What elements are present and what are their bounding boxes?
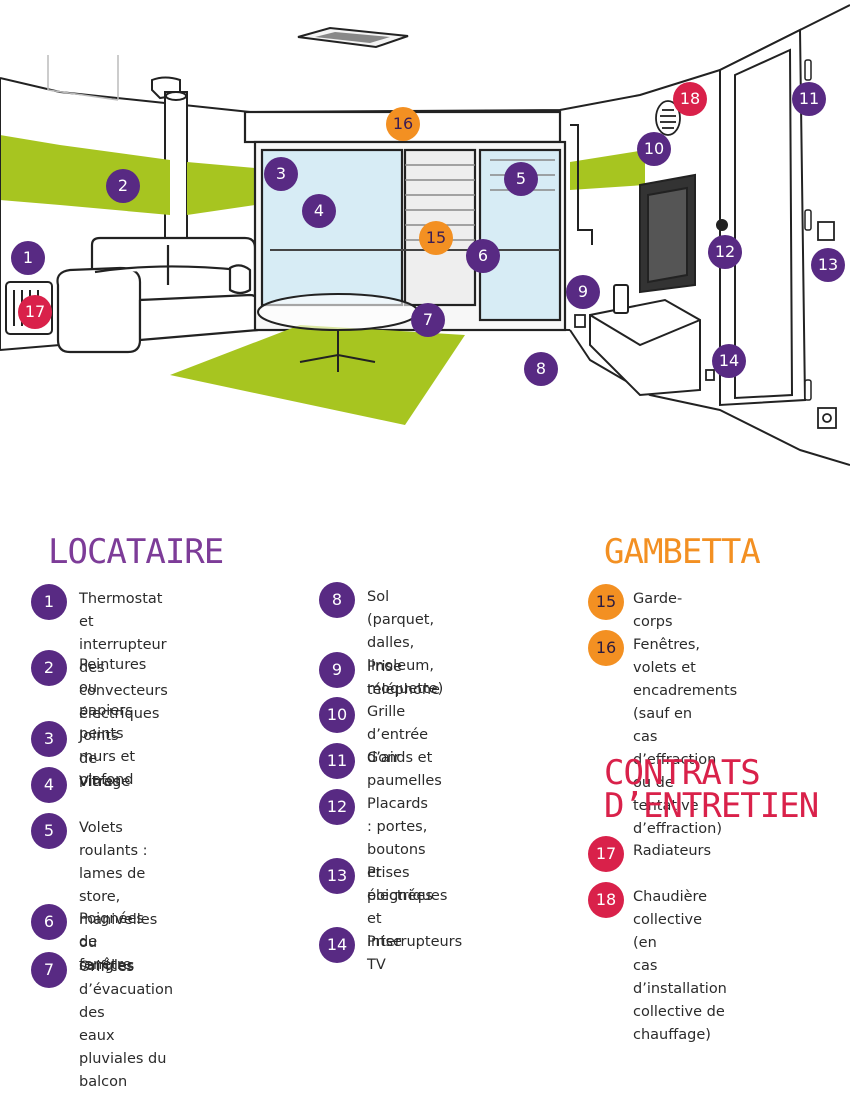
legend-label-line: Fenêtres, volets et xyxy=(633,637,700,676)
marker-6: 6 xyxy=(466,239,500,273)
marker-5: 5 xyxy=(504,162,538,196)
legend-number-badge: 6 xyxy=(31,904,67,940)
legend-number-badge: 4 xyxy=(31,767,67,803)
contrats-heading: CONTRATS D’ENTRETIEN xyxy=(604,753,819,826)
legend-label-line: sangles xyxy=(79,958,135,974)
legend-label-line: murs et plafond xyxy=(79,749,136,788)
closet-door xyxy=(716,28,807,407)
coffee-table xyxy=(257,293,419,372)
legend-label-line: Gonds et paumelles xyxy=(367,750,442,789)
legend-number-badge: 1 xyxy=(31,584,67,620)
ceiling-vent xyxy=(297,26,409,49)
legend-label-line: Joints de vitrage xyxy=(79,728,131,790)
legend-number-badge: 15 xyxy=(588,584,624,620)
legend-label: Prise téléphone xyxy=(367,656,440,702)
legend-label: Orifices d’évacuation des eaux pluviales … xyxy=(79,956,173,1094)
legend-label: Prise TV xyxy=(367,931,402,977)
contrats-title-line-2: D’ENTRETIEN xyxy=(604,786,819,826)
legend-number-badge: 8 xyxy=(319,582,355,618)
legend-label-line: Placards : portes, boutons xyxy=(367,796,428,858)
legend-label-line: Prise TV xyxy=(367,934,402,973)
legend-label: Prises électriques et interrupteurs xyxy=(367,862,462,954)
marker-1: 1 xyxy=(11,241,45,275)
legend-number-badge: 11 xyxy=(319,743,355,779)
marker-13: 13 xyxy=(811,248,845,282)
air-inlet xyxy=(655,100,681,136)
marker-7: 7 xyxy=(411,303,445,337)
legend-number-badge: 7 xyxy=(31,952,67,988)
legend-label: Grille d’entrée d’air xyxy=(367,701,428,770)
gambetta-heading: GAMBETTA xyxy=(604,532,761,572)
legend-label-line: tentative d’effraction) xyxy=(633,798,722,837)
legend-label: Poignées de fenêtre xyxy=(79,908,144,977)
marker-14: 14 xyxy=(712,344,746,378)
legend-number-badge: 17 xyxy=(588,836,624,872)
legend-label-line: cas d’effraction ou de xyxy=(633,729,717,791)
marker-16: 16 xyxy=(386,107,420,141)
legend-label-line: Radiateurs xyxy=(633,843,712,859)
legend-label: Placards : portes, boutons et poignées xyxy=(367,793,433,908)
legend-label-line: linoleum, moquette) xyxy=(367,658,444,697)
marker-10: 10 xyxy=(637,132,671,166)
legend-number-badge: 12 xyxy=(319,789,355,825)
legend-label-line: Thermostat et interrupteur xyxy=(79,591,167,653)
tv-set xyxy=(589,173,701,397)
marker-15: 15 xyxy=(419,221,453,255)
legend-label-line: Grille d’entrée d’air xyxy=(367,704,429,766)
legend-label: Fenêtres, volets et encadrements (sauf en… xyxy=(633,634,737,841)
legend-label-line: des convecteurs électriques xyxy=(79,660,168,722)
legend-label-line: cas d’installation xyxy=(633,958,727,997)
legend-label-line: Chaudière collective (en xyxy=(633,889,708,951)
marker-3: 3 xyxy=(264,157,298,191)
legend-number-badge: 9 xyxy=(319,652,355,688)
legend-number-badge: 16 xyxy=(588,630,624,666)
chimney-pipe xyxy=(151,76,188,243)
legend-label-line: collective de chauffage) xyxy=(633,1004,725,1043)
legend-label-line: Prises électriques et xyxy=(367,865,448,927)
legend-label: Volets roulants : lames de store, manivel… xyxy=(79,817,157,978)
legend-number-badge: 10 xyxy=(319,697,355,733)
legend-label-line: Volets roulants : lames de xyxy=(79,820,148,882)
contrats-title-line-1: CONTRATS xyxy=(604,753,761,793)
legend-label: Chaudière collective (en cas d’installati… xyxy=(633,886,727,1047)
legend-label-line: eaux pluviales du balcon xyxy=(79,1028,167,1090)
legend-label: Radiateurs xyxy=(633,840,711,863)
room-illustration xyxy=(0,4,850,466)
legend-label-line: et poignées xyxy=(367,865,433,904)
marker-2: 2 xyxy=(106,169,140,203)
legend-label: Sol (parquet, dalles, linoleum, moquette) xyxy=(367,586,443,701)
legend-number-badge: 13 xyxy=(319,858,355,894)
legend-label: Peintures ou papiers peints murs et plafo… xyxy=(79,654,146,792)
legend-label-line: interrupteurs xyxy=(367,934,463,950)
legend-label: Vitres xyxy=(79,771,120,794)
marker-18: 18 xyxy=(673,82,707,116)
legend-label: Garde-corps xyxy=(633,588,682,634)
locataire-heading: LOCATAIRE xyxy=(48,532,224,572)
legend-label-line: Peintures ou papiers peints xyxy=(79,657,147,742)
legend-label: Thermostat et interrupteur des convecteur… xyxy=(79,588,168,726)
legend-label-line: Sol (parquet, dalles, xyxy=(367,589,435,651)
legend-label-line: store, manivelles ou xyxy=(79,889,158,951)
legend-label-line: Orifices d’évacuation des xyxy=(79,959,174,1021)
legend-label: Gonds et paumelles xyxy=(367,747,442,793)
marker-11: 11 xyxy=(792,82,826,116)
legend-label-line: Vitres xyxy=(79,774,121,790)
marker-4: 4 xyxy=(302,194,336,228)
legend-label-line: encadrements (sauf en xyxy=(633,683,738,722)
marker-9: 9 xyxy=(566,275,600,309)
legend-label: Joints de vitrage xyxy=(79,725,130,794)
legend-number-badge: 3 xyxy=(31,721,67,757)
legend-label-line: Garde-corps xyxy=(633,591,683,630)
sofa xyxy=(56,236,260,354)
legend-number-badge: 2 xyxy=(31,650,67,686)
legend-number-badge: 5 xyxy=(31,813,67,849)
legend-label-line: Prise téléphone xyxy=(367,659,440,698)
marker-8: 8 xyxy=(524,352,558,386)
marker-17: 17 xyxy=(18,295,52,329)
marker-12: 12 xyxy=(708,235,742,269)
legend-label-line: Poignées de fenêtre xyxy=(79,911,144,973)
legend-number-badge: 14 xyxy=(319,927,355,963)
rug xyxy=(170,325,465,425)
legend-number-badge: 18 xyxy=(588,882,624,918)
